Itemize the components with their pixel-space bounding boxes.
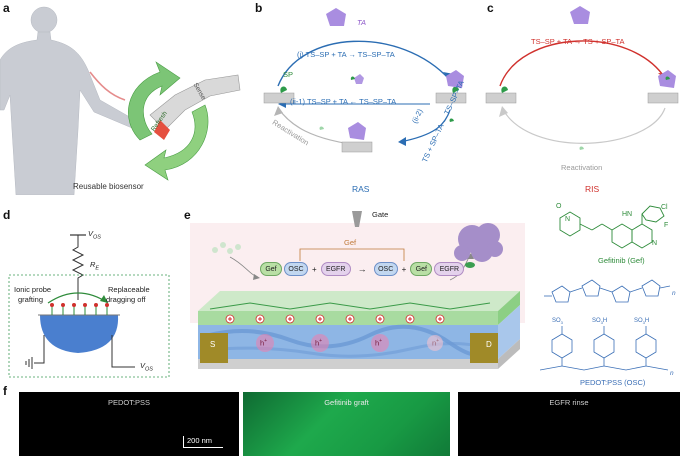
panel-d-circuit [8,234,170,378]
sp-label: SP [283,70,294,79]
refresh-arrows-icon [128,61,209,181]
step-ii1-text: (ii-1) TS–SP + TA ← TS–SP–TA [290,97,397,106]
hole-label-2: h+ [315,338,323,348]
gefitinib-caption: Gefitinib (Gef) [598,256,645,265]
vos-bottom-label: VOS [140,361,153,373]
source-label: S [210,340,216,349]
pill-egfr-2: EGFR [434,262,465,276]
plus-sign-1: + [312,264,317,274]
ris-caption: RIS [585,184,600,194]
gef-bracket-label: Gef [344,238,357,247]
panel-label-c: c [487,1,494,15]
vos-top-label: VOS [88,229,101,241]
o-atom: O [556,203,562,210]
sensor-chip-icon [154,120,170,140]
ta-label: TA [357,18,367,27]
resistor-icon [71,243,85,300]
human-figure-icon [0,6,136,195]
gate-electrode-icon [352,211,362,227]
pedot-pss-structure-icon [540,279,671,371]
panel-label-e: e [184,208,191,222]
scale-bar-label: 200 nm [187,436,213,445]
sensor-strip-icon [149,74,241,131]
panel-e-device [190,211,525,369]
pill-osc-2: OSC [373,262,398,276]
afm-image-egfr-label: EGFR rinse [549,398,589,407]
reaction-arrow: → [357,264,367,274]
pill-egfr-1: EGFR [320,262,351,276]
afm-image-pedot: PEDOT:PSS 200 nm [19,392,239,456]
step-i-text: (i) TS–SP + TA → TS–SP–TA [297,50,395,59]
n-atom-2: N [652,240,658,247]
polymer-n-2: n [670,370,674,377]
panel-label-a: a [3,1,10,15]
panel-label-f: f [3,384,7,398]
ionic-probe-text-2: grafting [18,295,44,304]
so3-label: SO3 [552,318,563,326]
ionic-probe-text-1: Ionic probe [14,285,52,294]
chemical-structures [540,205,671,371]
cl-atom: Cl [661,204,668,211]
re-label: RE [90,260,100,272]
n-atom-1: N [565,216,571,223]
panel-label-d: d [3,208,11,222]
afm-image-pedot-label: PEDOT:PSS [107,398,151,407]
ris-step-text: TS–SP + TA → TS + SP–TA [531,37,625,46]
probe-icon [280,86,287,93]
pill-gef-1: Gef [260,262,282,276]
source-electrode-icon [200,333,228,363]
panel-a-caption: Reusable biosensor [73,182,144,191]
reaction-equation: Gef OSC + EGFR → OSC + Gef EGFR [260,262,465,276]
replaceable-text-2: dragging off [106,295,146,304]
drain-label: D [486,340,492,349]
afm-image-gefitinib-label: Gefitinib graft [324,398,369,407]
pedot-caption: PEDOT:PSS (OSC) [580,378,646,387]
nh-group: HN [622,211,633,218]
plus-sign-2: + [401,264,407,274]
pill-osc-1: OSC [284,262,308,276]
panel-a-illustration [0,6,241,195]
panel-b-diagram [263,8,467,153]
protein-icon [326,8,464,140]
egfr-protein-icon [454,223,503,262]
reactivation-c: Reactivation [561,163,603,172]
polymer-n-1: n [672,290,676,297]
panel-label-b: b [255,1,263,15]
replaceable-text-1: Replaceable [108,285,150,294]
gefitinib-structure-icon [559,205,665,249]
hole-label-1: h+ [260,338,268,348]
panel-c-diagram [485,6,679,150]
ras-caption: RAS [352,184,370,194]
so3h-label-1: SO3H [592,318,608,326]
drain-electrode-icon [470,333,498,363]
so3h-label-2: SO3H [634,318,650,326]
hole-label-3: h+ [375,338,383,348]
f-atom: F [664,222,669,229]
afm-image-gefitinib: Gefitinib graft [243,392,450,456]
pill-gef-2: Gef [410,262,433,276]
scale-bar: 200 nm [183,436,223,448]
gate-label: Gate [372,210,389,219]
ion-label: n+ [432,338,440,348]
afm-image-egfr: EGFR rinse [458,392,680,456]
